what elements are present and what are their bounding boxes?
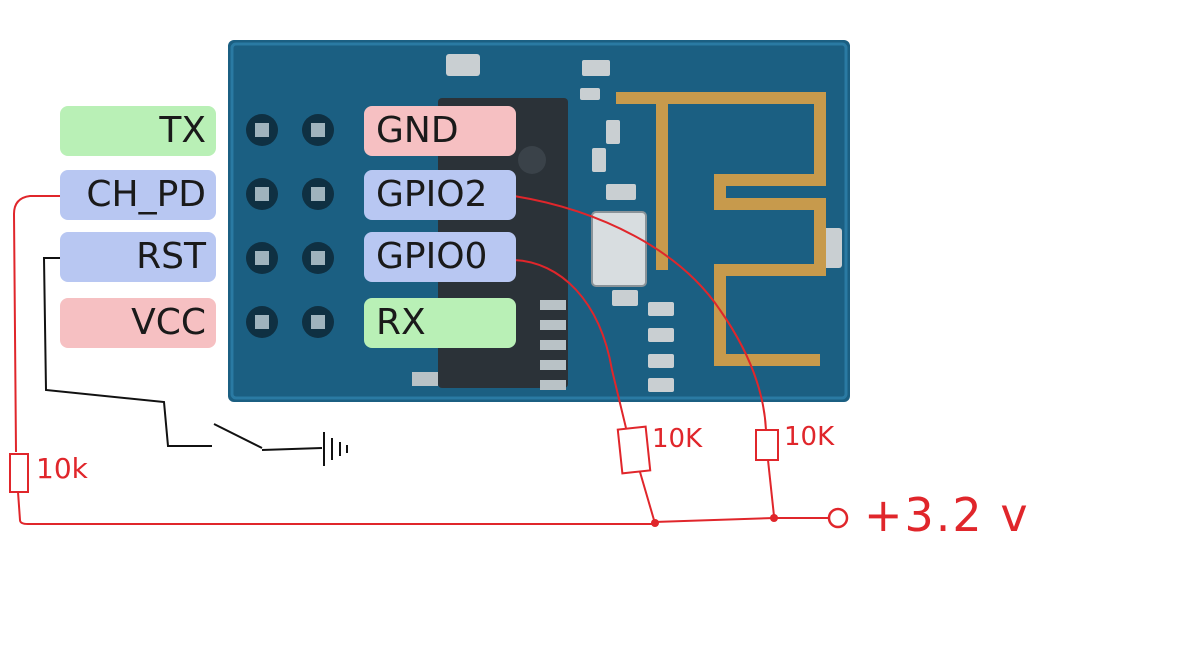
chpd-resistor <box>9 453 29 493</box>
chip-marker <box>518 146 546 174</box>
supply-terminal <box>827 507 849 529</box>
rst-wire <box>42 257 212 447</box>
junction-dot-1 <box>651 519 659 527</box>
chpd-wire <box>12 195 62 453</box>
resistor-label-gpio2: 10K <box>784 422 835 452</box>
gpio2-wire <box>513 195 767 431</box>
pcb-antenna <box>616 92 826 366</box>
pin-header <box>246 114 334 338</box>
pin-label-gpio2: GPIO2 <box>364 170 516 220</box>
crystal <box>591 211 647 287</box>
supply-rail <box>653 517 828 523</box>
bottom-rail <box>17 491 654 525</box>
resistor-label-chpd: 10k <box>36 452 88 485</box>
gpio2-resistor <box>755 429 779 461</box>
pcb-edge <box>230 42 848 400</box>
gpio0-resistor <box>616 425 652 475</box>
supply-voltage-label: +3.2 v <box>864 488 1030 542</box>
chip-legs <box>412 300 566 390</box>
smd-components <box>446 54 842 392</box>
pin-label-rst: RST <box>60 232 216 282</box>
resistor-label-gpio0: 10K <box>652 424 703 454</box>
reset-switch <box>213 423 263 449</box>
pin-label-gnd: GND <box>364 106 516 156</box>
pin-label-rx: RX <box>364 298 516 348</box>
pin-label-ch-pd: CH_PD <box>60 170 216 220</box>
ground-icon <box>323 432 348 466</box>
pin-label-vcc: VCC <box>60 298 216 348</box>
pin-label-tx: TX <box>60 106 216 156</box>
junction-dot-2 <box>770 514 778 522</box>
pin-label-gpio0: GPIO0 <box>364 232 516 282</box>
gpio0-wire <box>513 259 627 429</box>
